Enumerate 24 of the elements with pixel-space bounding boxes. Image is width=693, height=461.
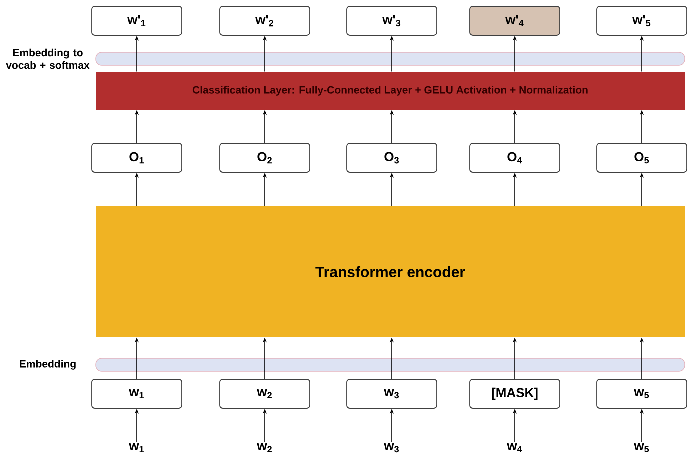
- token-box: w'$_{2}$: [220, 6, 310, 36]
- input-token: w$_{1}$: [129, 444, 144, 452]
- band-label: Embedding: [20, 360, 76, 370]
- token-box: w$_{1}$: [92, 379, 182, 409]
- token-box: O$_{2}$: [220, 143, 310, 173]
- input-token: w$_{5}$: [634, 443, 650, 453]
- input-token: w$_{4}$: [507, 444, 522, 452]
- token-box: w$_{2}$: [220, 379, 310, 409]
- encoder-block: Transformer encoder: [96, 206, 685, 338]
- token-box: O$_{5}$: [596, 143, 688, 173]
- band-label: Embedding to vocab + softmax: [6, 48, 90, 70]
- token-box: O$_{1}$: [92, 143, 182, 173]
- token-box: w'$_{5}$: [596, 6, 688, 36]
- token-box: w'$_{4}$: [470, 6, 560, 36]
- token-box: w$_{5}$: [596, 379, 688, 409]
- token-box: [MASK]: [470, 379, 560, 409]
- token-box: O$_{4}$: [470, 143, 560, 173]
- token-box: w$_{3}$: [346, 379, 438, 409]
- classification-layer: Classification Layer: Fully-Connected Layer + GELU Activation + Normalization: [96, 72, 685, 110]
- input-token: w$_{3}$: [384, 443, 400, 453]
- token-box: w'$_{1}$: [92, 6, 182, 36]
- token-box: w'$_{3}$: [346, 6, 438, 36]
- input-token: w$_{2}$: [257, 443, 272, 453]
- token-box: O$_{3}$: [346, 143, 438, 173]
